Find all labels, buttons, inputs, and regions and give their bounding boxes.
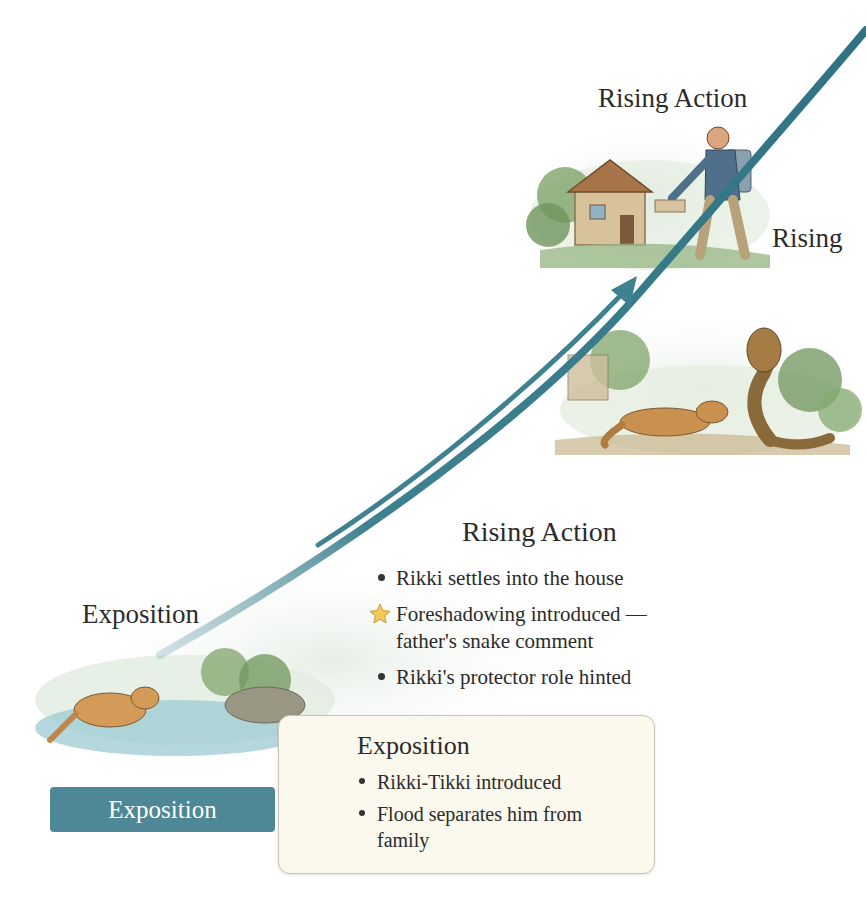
cobra-hood [747, 328, 781, 372]
bullet-dot [359, 810, 365, 816]
bullet-dot [378, 574, 385, 581]
mongoose-head [696, 401, 728, 423]
bullet-text: Rikki's protector role hinted [372, 664, 672, 690]
bush [526, 203, 570, 247]
stage-label: Rising Action [598, 82, 747, 114]
plank [655, 200, 685, 212]
bullet-text: Flood separates him from family [357, 801, 634, 853]
star-shape [370, 604, 390, 623]
door [620, 215, 634, 245]
ground [555, 434, 850, 455]
head [707, 127, 729, 149]
bullet-text: Foreshadowing introduced — father's snak… [372, 601, 672, 654]
plot-curve [160, 30, 866, 655]
exposition-box: ExpositionRikki-Tikki introducedFlood se… [278, 715, 655, 874]
cobra-tail [770, 438, 830, 445]
bullet-label: Foreshadowing introduced — father's snak… [396, 602, 647, 652]
house-scene [526, 127, 770, 270]
bullet-label: Rikki's protector role hinted [396, 665, 631, 689]
window [590, 205, 605, 219]
wash [510, 300, 866, 480]
exposition-band: Exposition [50, 787, 275, 832]
stage-label: Rising [772, 222, 843, 254]
node-heading: Exposition [357, 730, 634, 761]
node-heading: Exposition [108, 795, 216, 825]
legs [700, 200, 745, 255]
stage-heading: Rising Action [462, 515, 617, 549]
house-roof [568, 160, 652, 192]
rising-arrow [318, 292, 624, 545]
cobra-scene [555, 328, 862, 455]
bullet-label: Flood separates him from family [377, 803, 582, 851]
mongoose-tail [50, 714, 76, 740]
arrow-head [611, 276, 637, 306]
arm [672, 160, 708, 198]
star-icon [368, 602, 392, 626]
mongoose-tail [604, 425, 622, 445]
house-wall [575, 190, 645, 245]
bullet-text: Rikki settles into the house [372, 565, 672, 591]
wash [500, 110, 800, 290]
bush [818, 388, 862, 432]
bullet-label: Rikki settles into the house [396, 566, 623, 590]
bullet-label: Rikki-Tikki introduced [377, 771, 561, 793]
stage-label: Exposition [82, 598, 199, 630]
ground [540, 244, 770, 268]
bullet-text: Rikki-Tikki introduced [357, 769, 634, 795]
bullet-dot [378, 673, 385, 680]
bullet-dot [359, 778, 365, 784]
mongoose-head [131, 687, 159, 709]
